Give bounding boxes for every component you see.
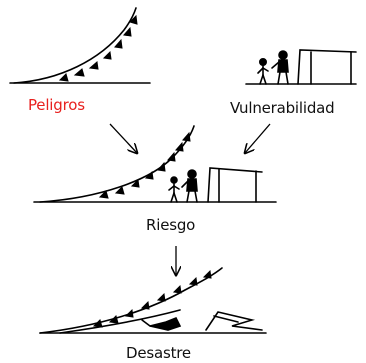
vulnerability-illustration xyxy=(245,49,357,85)
house-frame-icon xyxy=(297,49,357,85)
hazard-wave-illustration xyxy=(9,7,151,84)
arrow-vulnerability-to-risk xyxy=(245,123,271,153)
risk-label: Riesgo xyxy=(146,216,196,234)
risk-illustration xyxy=(33,125,277,203)
person-small-icon xyxy=(257,57,269,85)
person-small-icon xyxy=(168,176,180,203)
vulnerability-label: Vulnerabilidad xyxy=(230,99,335,117)
house-frame-icon xyxy=(207,167,263,203)
disaster-illustration xyxy=(39,267,267,334)
wave-teeth xyxy=(92,269,212,328)
arrow-hazards-to-risk xyxy=(109,123,137,153)
wave-crest xyxy=(39,125,195,203)
wave-underside xyxy=(59,309,181,334)
collapsed-structure-icon xyxy=(205,311,263,331)
person-large-icon xyxy=(271,50,289,85)
wave-teeth xyxy=(98,131,191,199)
disaster-label: Desastre xyxy=(126,344,191,362)
hazards-label: Peligros xyxy=(28,96,85,114)
wave-crest xyxy=(39,267,223,334)
fallen-person-icon xyxy=(141,316,182,331)
person-large-icon xyxy=(181,169,198,203)
wave-crest xyxy=(13,7,137,84)
wave-teeth xyxy=(58,14,138,82)
